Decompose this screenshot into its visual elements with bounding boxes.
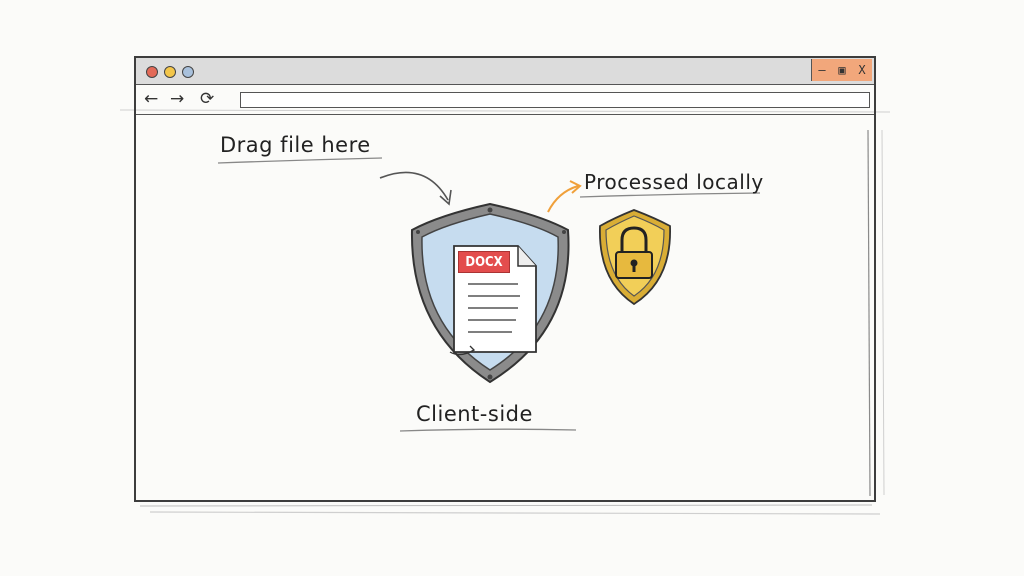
back-arrow-icon[interactable]: ← [144, 89, 159, 109]
sketch-stroke [881, 129, 885, 496]
close-dot-icon[interactable] [146, 66, 158, 78]
reload-icon[interactable]: ⟳ [200, 89, 215, 109]
client-underline [399, 428, 577, 432]
browser-window [134, 56, 876, 502]
maximize-button[interactable]: ▣ [838, 63, 846, 77]
curved-arrow-orange-icon [547, 180, 582, 213]
padlock-icon [599, 209, 671, 306]
sketch-stroke [139, 504, 873, 507]
window-controls: – ▣ X [811, 59, 872, 81]
close-button[interactable]: X [858, 63, 866, 77]
client-side-label: Client-side [416, 402, 533, 426]
sketch-stroke [149, 511, 881, 515]
address-bar[interactable] [240, 92, 870, 108]
processed-underline [579, 192, 761, 198]
processed-locally-label: Processed locally [584, 170, 764, 194]
forward-arrow-icon[interactable]: → [170, 89, 185, 109]
navigation-bar: ← → ⟳ [136, 86, 874, 115]
docx-file-tag: DOCX [458, 251, 510, 273]
sketch-stroke [867, 129, 871, 497]
drag-underline [217, 157, 383, 164]
drag-file-label: Drag file here [220, 133, 371, 157]
minimize-button[interactable]: – [818, 63, 826, 77]
zoom-dot-icon[interactable] [182, 66, 194, 78]
title-bar: – ▣ X [136, 58, 874, 85]
minimize-dot-icon[interactable] [164, 66, 176, 78]
sketch-stroke [119, 109, 891, 113]
curved-arrow-icon [379, 171, 452, 206]
